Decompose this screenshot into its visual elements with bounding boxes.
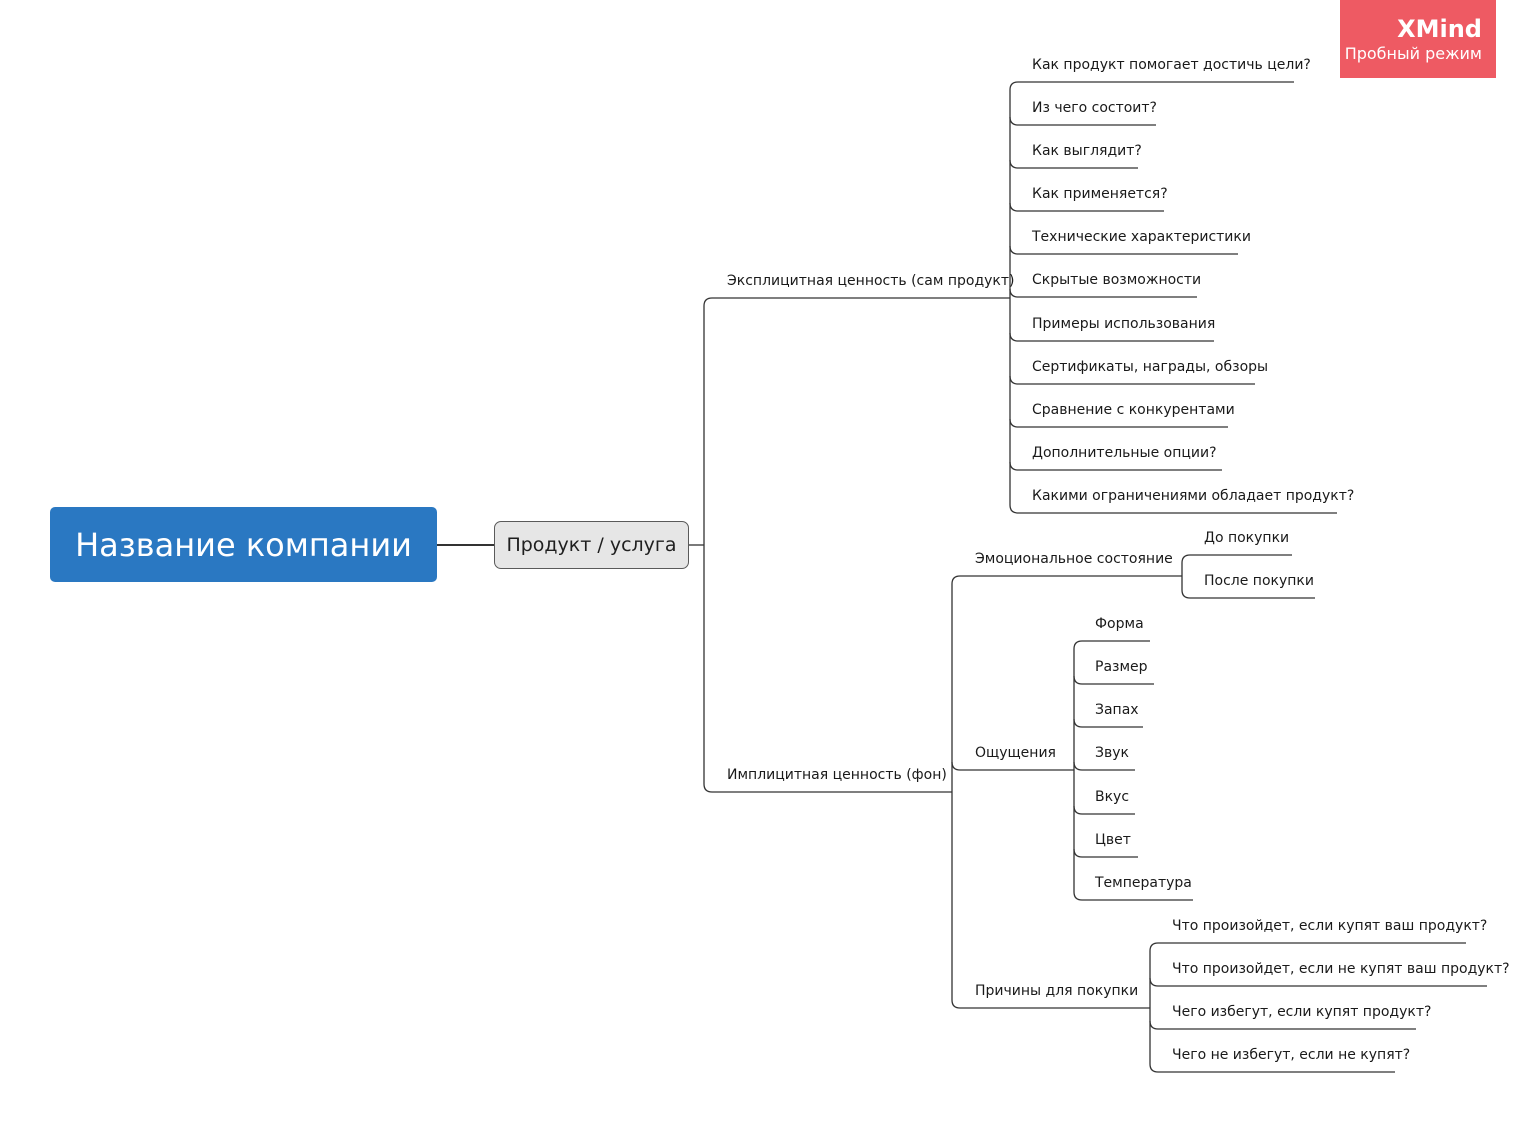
subbranch-reasons[interactable]: Причины для покупки xyxy=(975,983,1139,999)
sensation-items-connector xyxy=(1073,761,1135,771)
explicit-item[interactable]: Технические характеристики xyxy=(1032,229,1251,245)
reason-item[interactable]: Что произойдет, если купят ваш продукт? xyxy=(1172,918,1488,934)
explicit-items-connector xyxy=(1009,504,1337,514)
branch-explicit-value[interactable]: Эксплицитная ценность (сам продукт) xyxy=(727,273,1015,289)
sensation-item[interactable]: Цвет xyxy=(1095,832,1131,848)
emotional-item[interactable]: После покупки xyxy=(1204,573,1314,589)
sensation-item[interactable]: Температура xyxy=(1095,875,1192,891)
sensation-item[interactable]: Размер xyxy=(1095,659,1148,675)
explicit-items-connector xyxy=(1009,159,1138,169)
emotional-items-connector xyxy=(1181,589,1315,599)
explicit-items-connector xyxy=(1009,418,1228,428)
main-branches-connector xyxy=(703,297,1010,307)
explicit-item[interactable]: Какими ограничениями обладает продукт? xyxy=(1032,488,1355,504)
explicit-item[interactable]: Дополнительные опции? xyxy=(1032,445,1217,461)
explicit-items-connector xyxy=(1009,245,1238,255)
reason-items-connector xyxy=(1149,977,1487,987)
reason-items-connector xyxy=(1149,1063,1395,1073)
reason-item[interactable]: Что произойдет, если не купят ваш продук… xyxy=(1172,961,1510,977)
explicit-items-connector xyxy=(1009,81,1294,91)
explicit-items-connector xyxy=(1009,375,1255,385)
emotional-item[interactable]: До покупки xyxy=(1204,530,1290,546)
sensation-item[interactable]: Форма xyxy=(1095,616,1144,632)
subbranch-sensations[interactable]: Ощущения xyxy=(975,745,1056,761)
central-topic[interactable]: Название компании xyxy=(50,507,437,582)
explicit-item[interactable]: Сертификаты, награды, обзоры xyxy=(1032,359,1269,375)
explicit-items-connector xyxy=(1009,461,1222,471)
explicit-item[interactable]: Как выглядит? xyxy=(1032,143,1142,159)
xmind-trial-badge: XMind Пробный режим xyxy=(1340,0,1496,78)
subbranch-emotional-state[interactable]: Эмоциональное состояние xyxy=(975,551,1173,567)
reason-items-connector xyxy=(1149,942,1466,952)
implicit-subbranches-connector xyxy=(951,999,1150,1009)
reason-item[interactable]: Чего избегут, если купят продукт? xyxy=(1172,1004,1432,1020)
branch-implicit-value[interactable]: Имплицитная ценность (фон) xyxy=(727,767,947,783)
implicit-subbranches-connector xyxy=(951,575,1182,585)
sensation-item[interactable]: Запах xyxy=(1095,702,1139,718)
reason-item[interactable]: Чего не избегут, если не купят? xyxy=(1172,1047,1411,1063)
explicit-items-connector xyxy=(1009,288,1197,298)
badge-brand: XMind xyxy=(1397,15,1482,43)
sensation-items-connector xyxy=(1073,891,1193,901)
sensation-items-connector xyxy=(1073,805,1135,815)
emotional-items-connector xyxy=(1181,554,1292,564)
badge-mode: Пробный режим xyxy=(1344,44,1482,63)
explicit-item[interactable]: Как продукт помогает достичь цели? xyxy=(1032,57,1311,73)
reason-items-connector xyxy=(1149,1020,1416,1030)
main-branches-connector xyxy=(703,783,952,793)
sensation-item[interactable]: Вкус xyxy=(1095,789,1130,805)
sensation-item[interactable]: Звук xyxy=(1095,745,1129,761)
explicit-item[interactable]: Как применяется? xyxy=(1032,186,1168,202)
sensation-items-connector xyxy=(1073,675,1154,685)
sensation-items-connector xyxy=(1073,848,1138,858)
sensation-items-connector xyxy=(1073,640,1150,650)
explicit-item[interactable]: Из чего состоит? xyxy=(1032,100,1157,116)
explicit-items-connector xyxy=(1009,202,1164,212)
explicit-item[interactable]: Скрытые возможности xyxy=(1032,272,1202,288)
sensation-items-connector xyxy=(1073,718,1143,728)
explicit-item[interactable]: Примеры использования xyxy=(1032,316,1216,332)
explicit-items-connector xyxy=(1009,332,1214,342)
explicit-items-connector xyxy=(1009,116,1156,126)
implicit-subbranches-connector xyxy=(951,761,1074,771)
explicit-item[interactable]: Сравнение с конкурентами xyxy=(1032,402,1235,418)
main-topic-product[interactable]: Продукт / услуга xyxy=(494,521,689,569)
